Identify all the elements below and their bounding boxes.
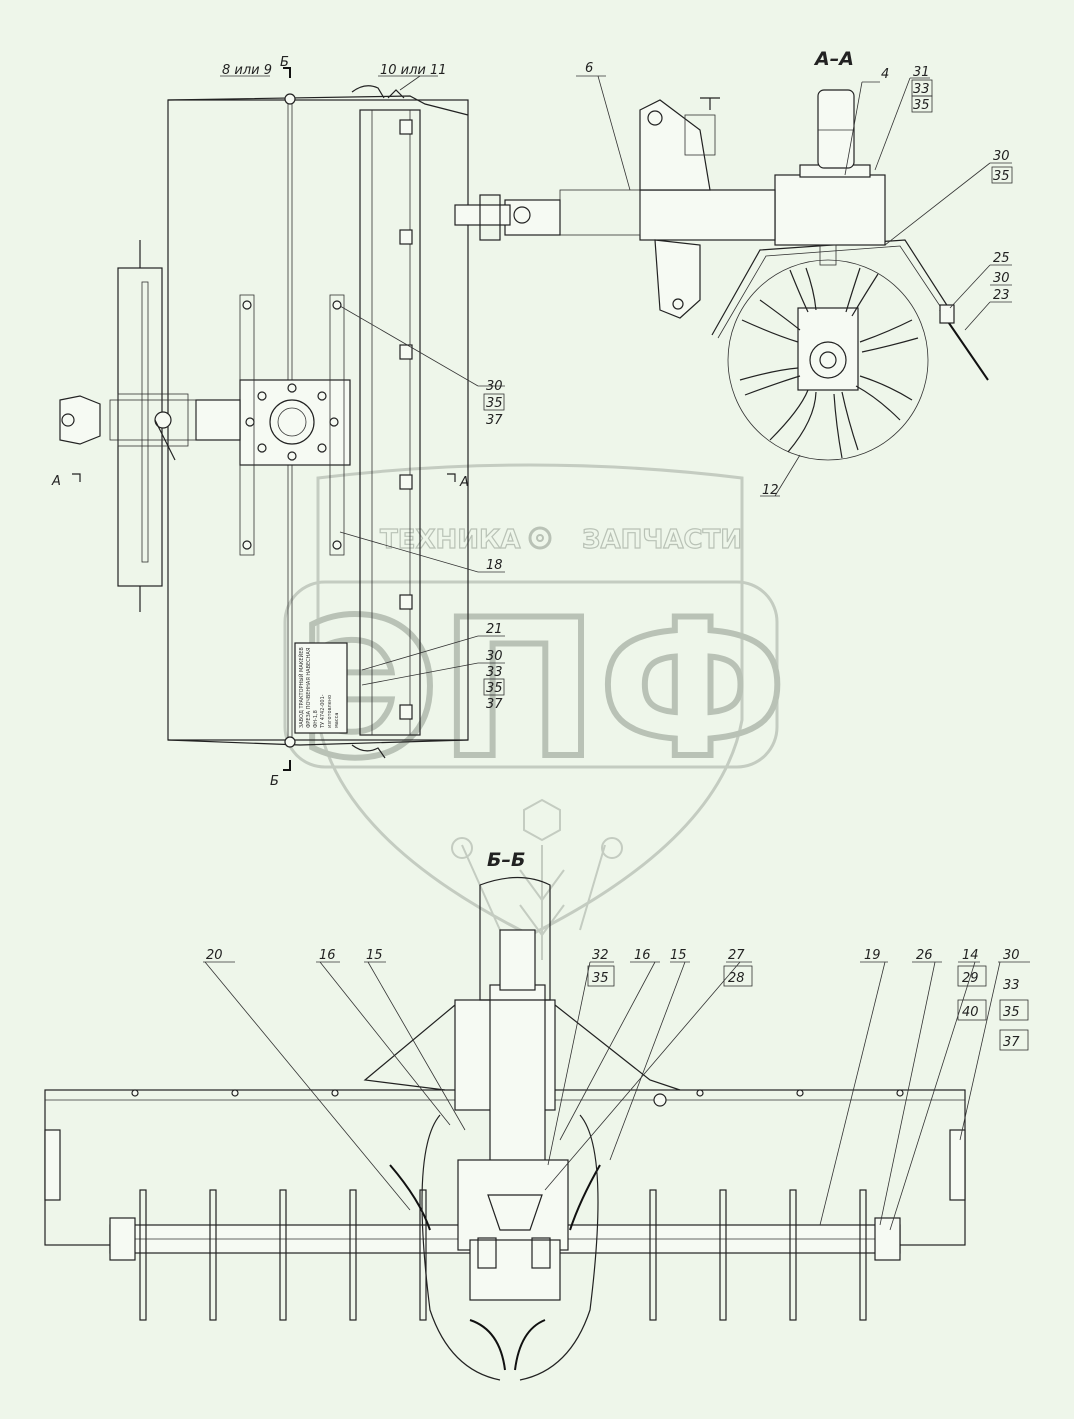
gear-icon bbox=[528, 526, 552, 550]
callout-30-a: 30 bbox=[993, 149, 1010, 164]
callout-28: 28 bbox=[728, 971, 745, 986]
callout-19: 19 bbox=[864, 948, 881, 963]
callout-30-b: 30 bbox=[993, 271, 1010, 286]
callout-14: 14 bbox=[962, 948, 979, 963]
callout-27: 27 bbox=[728, 948, 745, 963]
gearbox-side bbox=[774, 174, 886, 246]
watermark: ТЕХНИКА ЗАПЧАСТИ ЭПФ bbox=[283, 463, 790, 960]
watermark-text-right: ЗАПЧАСТИ bbox=[582, 525, 742, 555]
svg-text:изготовлено: изготовлено bbox=[327, 695, 333, 728]
callout-35-c: 35 bbox=[486, 396, 503, 411]
section-b-view bbox=[44, 876, 1030, 1381]
watermark-logo-frame bbox=[283, 580, 779, 769]
callout-4: 4 bbox=[881, 67, 889, 82]
callout-23: 23 bbox=[993, 288, 1010, 303]
callout-29: 29 bbox=[962, 971, 979, 986]
gearbox-lower bbox=[457, 1159, 569, 1251]
rotor-blades bbox=[739, 267, 919, 459]
nameplate bbox=[294, 642, 348, 734]
callout-16-a: 16 bbox=[319, 948, 336, 963]
cardan-yoke bbox=[59, 395, 101, 445]
hitch-frame bbox=[117, 267, 163, 587]
callout-20: 20 bbox=[206, 948, 223, 963]
callout-35-f: 35 bbox=[1003, 1005, 1020, 1020]
cut-b-bottom: Б bbox=[270, 774, 279, 789]
callout-30-e: 30 bbox=[1003, 948, 1020, 963]
section-a-view bbox=[454, 75, 1013, 497]
svg-text:масса: масса bbox=[334, 713, 340, 728]
callout-6: 6 bbox=[585, 61, 593, 76]
blades-left bbox=[139, 1189, 427, 1321]
callout-32: 32 bbox=[592, 948, 609, 963]
callout-37-d: 37 bbox=[486, 697, 503, 712]
callout-33-e: 33 bbox=[1003, 978, 1020, 993]
svg-text:ФРЕЗА ПОЧВЕННАЯ НАВЕСНАЯ: ФРЕЗА ПОЧВЕННАЯ НАВЕСНАЯ bbox=[306, 648, 312, 728]
labels: А–А Б–Б А А Б Б 8 или 9 10 или 11 6 4 31… bbox=[51, 48, 1020, 1050]
nameplate-text: ЗАВОД ТРАКТОРНЫЙ МАКЕЙЕВ ФРЕЗА ПОЧВЕННАЯ… bbox=[298, 647, 340, 729]
watermark-logo-text: ЭПФ bbox=[300, 579, 787, 800]
cut-b-top: Б bbox=[280, 55, 289, 70]
callout-31: 31 bbox=[913, 65, 930, 80]
callout-33: 33 bbox=[913, 82, 930, 97]
hitch-bracket bbox=[639, 99, 711, 191]
watermark-text-left: ТЕХНИКА bbox=[380, 525, 520, 555]
plan-view: ЗАВОД ТРАКТОРНЫЙ МАКЕЙЕВ ФРЕЗА ПОЧВЕННАЯ… bbox=[59, 67, 505, 771]
callout-35: 35 bbox=[913, 98, 930, 113]
blades-right bbox=[649, 1189, 867, 1321]
callout-37-c: 37 bbox=[486, 413, 503, 428]
callout-15-b: 15 bbox=[670, 948, 687, 963]
callout-30-d: 30 bbox=[486, 649, 503, 664]
callout-26: 26 bbox=[916, 948, 933, 963]
rear-flap bbox=[359, 109, 421, 736]
callout-10-or-11: 10 или 11 bbox=[380, 63, 447, 78]
callout-33-d: 33 bbox=[486, 665, 503, 680]
callout-30-c: 30 bbox=[486, 379, 503, 394]
callout-15-a: 15 bbox=[366, 948, 383, 963]
callout-12: 12 bbox=[762, 483, 779, 498]
section-a-title: А–А bbox=[813, 48, 854, 70]
callout-25: 25 bbox=[993, 251, 1010, 266]
cut-a-left: А bbox=[51, 474, 61, 489]
wheat-icon bbox=[451, 798, 623, 960]
callout-8-or-9: 8 или 9 bbox=[222, 63, 272, 78]
shaft-end bbox=[454, 204, 511, 226]
callout-16-b: 16 bbox=[634, 948, 651, 963]
section-b-title: Б–Б bbox=[487, 849, 525, 871]
rotor-outline bbox=[727, 259, 929, 461]
callout-35-a: 35 bbox=[993, 169, 1010, 184]
callout-35-d: 35 bbox=[486, 681, 503, 696]
callout-37-e: 37 bbox=[1003, 1035, 1020, 1050]
cut-a-right: А bbox=[459, 475, 469, 490]
svg-text:ТУ 4742-001-: ТУ 4742-001- bbox=[320, 694, 326, 729]
svg-text:ЗАВОД ТРАКТОРНЫЙ МАКЕЙЕВ: ЗАВОД ТРАКТОРНЫЙ МАКЕЙЕВ bbox=[298, 647, 305, 728]
watermark-shield bbox=[316, 463, 744, 937]
callout-35-e: 35 bbox=[592, 971, 609, 986]
callout-40: 40 bbox=[962, 1005, 979, 1020]
callout-18: 18 bbox=[486, 558, 503, 573]
callout-21: 21 bbox=[486, 622, 503, 637]
svg-text:ФН-1,8: ФН-1,8 bbox=[313, 710, 319, 728]
